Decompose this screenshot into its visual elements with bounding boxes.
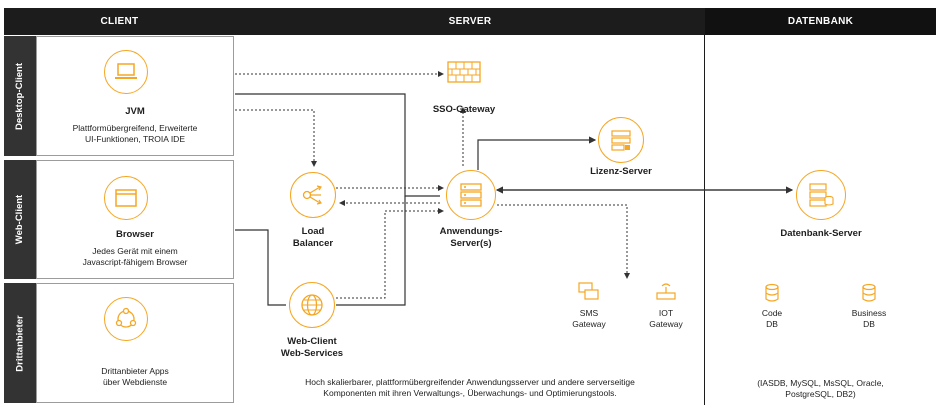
license-server-label: Lizenz-Server <box>590 166 652 177</box>
code-db-label-line2: DB <box>766 319 778 329</box>
db-server-circle <box>796 170 846 220</box>
server-stack-icon <box>460 183 482 207</box>
db-header-label: DATENBANK <box>787 16 854 27</box>
sso-gateway-label: SSO-Gateway <box>432 104 496 115</box>
client-header: CLIENT <box>4 8 235 35</box>
globe-icon <box>301 294 323 316</box>
business-db-label-line1: Business <box>851 308 887 318</box>
app-server-label-line2: Server(s) <box>450 238 492 249</box>
browser-title: Browser <box>115 229 154 240</box>
server-header-label: SERVER <box>448 16 492 27</box>
code-db-label-line1: Code <box>761 308 783 318</box>
third-party-desc-line2: über Webdienste <box>102 377 168 387</box>
load-balancer-icon <box>302 185 322 205</box>
iot-gateway-label-line1: IOT <box>658 308 674 318</box>
web-services-label-line1: Web-Client <box>287 336 337 347</box>
server-footer-line2: Komponenten mit ihren Verwaltungs-, Über… <box>323 388 617 398</box>
firewall-icon <box>447 61 481 83</box>
browser-icon-circle <box>104 176 148 220</box>
web-services-label-line2: Web-Services <box>280 348 344 359</box>
business-db-label-line2: DB <box>863 319 875 329</box>
database-server-icon <box>809 183 834 207</box>
db-footer-line1: (IASDB, MySQL, MsSQL, Oracle, <box>757 378 884 388</box>
db-server-label: Datenbank-Server <box>780 228 862 239</box>
browser-window-icon <box>115 189 137 207</box>
database-icon <box>765 283 779 302</box>
database-icon <box>862 283 876 302</box>
laptop-icon <box>115 63 137 79</box>
browser-desc-line2: Javascript-fähigem Browser <box>82 257 188 267</box>
load-balancer-label-line2: Balancer <box>292 238 334 249</box>
license-server-icon <box>611 130 631 151</box>
network-icon-circle <box>104 297 148 341</box>
jvm-title: JVM <box>125 106 145 117</box>
server-header: SERVER <box>235 8 705 35</box>
app-server-label-line1: Anwendungs- <box>439 226 503 237</box>
jvm-desc-line2: UI-Funktionen, TROIA IDE <box>85 134 185 144</box>
load-balancer-circle <box>290 172 336 218</box>
server-db-divider <box>704 35 705 405</box>
server-footer-line1: Hoch skalierbarer, plattformübergreifend… <box>305 377 635 387</box>
side-third-party: Drittanbieter <box>4 283 36 403</box>
third-party-desc-line1: Drittanbieter Apps <box>101 366 169 376</box>
sms-gateway-label-line1: SMS <box>579 308 599 318</box>
router-icon <box>656 283 676 300</box>
laptop-icon-circle <box>104 50 148 94</box>
load-balancer-label-line1: Load <box>301 226 325 237</box>
chat-icon <box>578 282 599 300</box>
side-web-client: Web-Client <box>4 160 36 279</box>
client-header-label: CLIENT <box>100 16 139 27</box>
browser-desc-line1: Jedes Gerät mit einem <box>92 246 178 256</box>
side-desktop-client: Desktop-Client <box>4 36 36 156</box>
app-server-circle <box>446 170 496 220</box>
web-services-circle <box>289 282 335 328</box>
db-header: DATENBANK <box>705 8 936 35</box>
db-footer-line2: PostgreSQL, DB2) <box>785 389 856 399</box>
sms-gateway-label-line2: Gateway <box>572 319 606 329</box>
network-share-icon <box>115 307 137 328</box>
license-server-circle <box>598 117 644 163</box>
iot-gateway-label-line2: Gateway <box>649 319 683 329</box>
jvm-desc-line1: Plattformübergreifend, Erweiterte <box>72 123 198 133</box>
